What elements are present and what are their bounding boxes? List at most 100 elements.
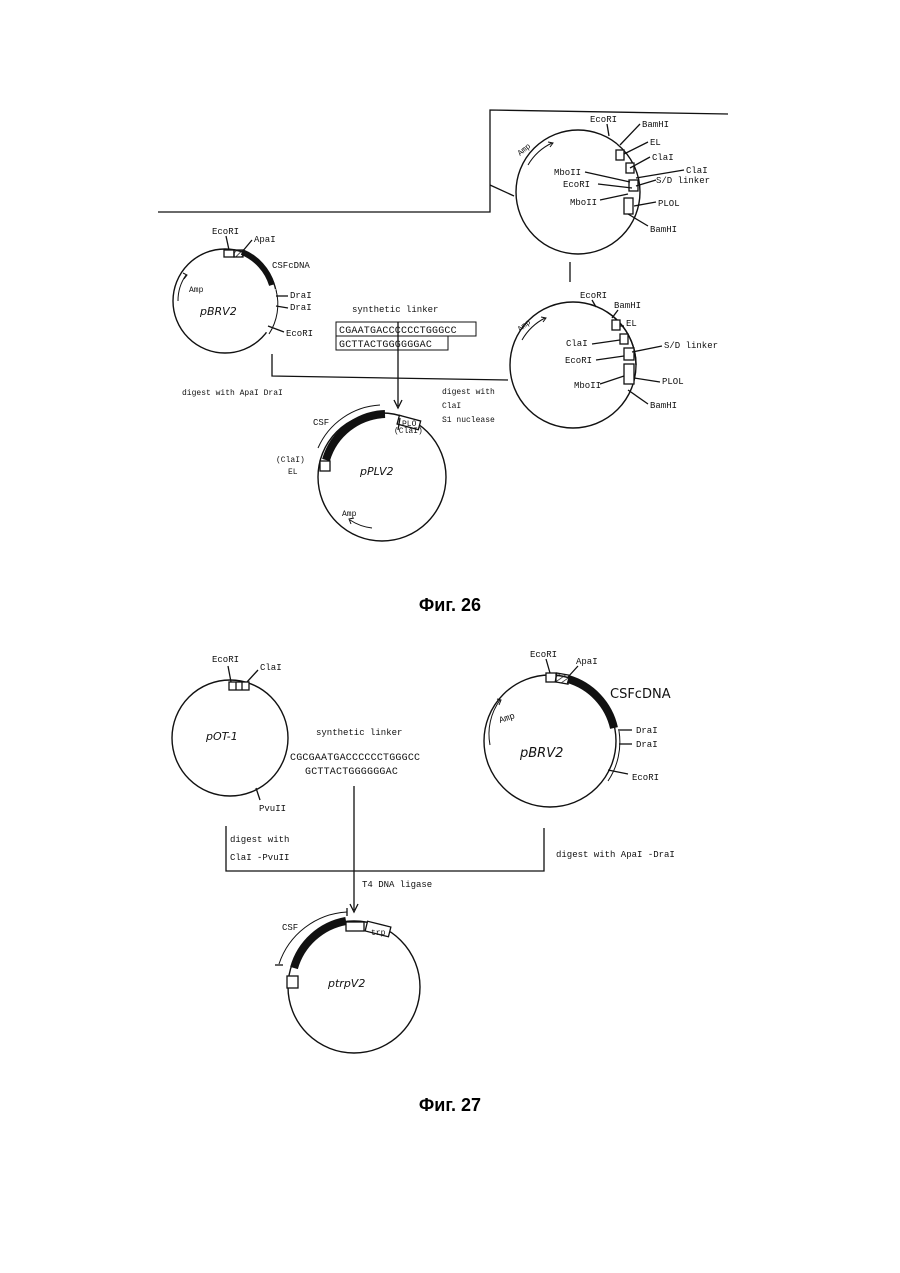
label-ecori: EcoRI (590, 115, 617, 125)
label-ecori: EcoRI (580, 291, 607, 301)
label-apai: ApaI (576, 657, 598, 667)
flow-line-top-left (490, 185, 514, 196)
label-bamhi2: BamHI (650, 401, 677, 411)
leader-ecori (546, 659, 550, 673)
csf-insert-black (568, 679, 614, 728)
label-dra1: DraI (636, 726, 658, 736)
label-csf: CSFcDNA (272, 261, 310, 271)
label-amp: Amp (498, 711, 517, 726)
leader-bamhi2 (628, 390, 648, 404)
ligase-label: T4 DNA ligase (362, 880, 432, 890)
flow-line-left (272, 354, 508, 380)
box-hatch (555, 673, 569, 684)
box-trp-2 (346, 922, 364, 931)
csf-insert-black (242, 252, 272, 285)
leader-el (624, 142, 648, 154)
digest-left: digest with ApaI DraI (182, 389, 283, 398)
label-el: EL (650, 138, 661, 148)
label-amp: Amp (516, 318, 533, 334)
label-ecori: EcoRI (212, 227, 239, 237)
csf-insert-black (326, 414, 385, 460)
leader-clai (247, 670, 258, 682)
linker-seq-1: CGCGAATGACCCCCCTGGGCC (290, 753, 420, 764)
plasmid-name: pBRV2 (199, 305, 237, 318)
plasmid-name: pPLV2 (359, 465, 393, 478)
label-mbo-b: MboII (570, 198, 597, 208)
label-el: EL (288, 468, 298, 477)
label-dra2: DraI (636, 740, 658, 750)
label-mbo: MboII (574, 381, 601, 391)
figure-27: EcoRI ClaI PvuII pOT-1 synthetic linker … (172, 650, 675, 1115)
linker-title: synthetic linker (352, 305, 438, 315)
leader-ecori (607, 124, 609, 136)
box-hatch (234, 250, 243, 257)
label-dra1: DraI (290, 291, 312, 301)
box-el (616, 150, 624, 160)
box-cla (620, 334, 628, 344)
linker-title: synthetic linker (316, 728, 402, 738)
leader-ecori (226, 236, 229, 250)
label-bamhi: BamHI (642, 120, 669, 130)
digest-left-2: ClaI -PvuII (230, 853, 289, 863)
label-el: EL (626, 319, 637, 329)
digest-right-1: digest with (442, 388, 495, 397)
leader-mbo (600, 376, 624, 384)
label-sd-linker: S/D linker (656, 176, 710, 186)
label-csf: CSFcDNA (610, 687, 671, 702)
leader-ecori2 (596, 356, 624, 360)
amp-arrow (178, 275, 186, 301)
leader-pvuii (256, 788, 260, 800)
label-apai: ApaI (254, 235, 276, 245)
box-el (320, 461, 330, 471)
plasmid-name: pBRV2 (519, 746, 563, 761)
csf-insert-black (294, 921, 346, 968)
leader-apai (242, 240, 252, 252)
label-sd-linker: S/D linker (664, 341, 718, 351)
label-clai: ClaI (260, 663, 282, 673)
label-bamhi: BamHI (614, 301, 641, 311)
label-pvuii: PvuII (259, 804, 286, 814)
figure-caption: Фиг. 26 (419, 595, 481, 615)
label-ecori2: EcoRI (563, 180, 590, 190)
label-plo: PLOL (658, 199, 680, 209)
plasmid-name: pOT-1 (205, 730, 238, 743)
label-cla-left: (ClaI) (276, 456, 305, 465)
box-pl (624, 364, 634, 384)
linker-seq-2: GCTTACTGGGGGGAC (339, 340, 432, 351)
leader-mbo-a (585, 172, 630, 182)
leader-bamhi (612, 310, 618, 318)
leader-apai (568, 666, 578, 677)
leader-plo (634, 202, 656, 206)
leader-bamhi (620, 124, 640, 145)
digest-right: digest with ApaI -DraI (556, 850, 675, 860)
label-dra2: DraI (290, 303, 312, 313)
figure-26: Amp EcoRI BamHI EL ClaI ClaI MboII S/D l… (158, 110, 728, 615)
leader-clai (592, 340, 620, 344)
label-amp: Amp (342, 510, 357, 519)
box-left (287, 976, 298, 988)
leader-ecori2 (598, 184, 632, 188)
box-ecori-cla (229, 682, 249, 690)
linker-seq-2: GCTTACTGGGGGGAC (305, 767, 398, 778)
amp-arrow (489, 700, 500, 745)
box-ecori (546, 673, 556, 682)
amp-arrow (350, 520, 372, 528)
label-clai: ClaI (566, 339, 588, 349)
label-ecori2: EcoRI (565, 356, 592, 366)
amp-arrow (528, 143, 552, 165)
label-ecori: EcoRI (212, 655, 239, 665)
digest-right-3: S1 nuclease (442, 416, 495, 425)
digest-right-2: ClaI (442, 402, 461, 411)
label-ecori: EcoRI (530, 650, 557, 660)
label-plo: PLOL (662, 377, 684, 387)
leader-sd (632, 346, 662, 352)
box-sd (624, 348, 634, 360)
box-ecori (224, 250, 234, 257)
label-csf: CSF (282, 923, 298, 933)
label-bamhi2: BamHI (650, 225, 677, 235)
label-amp: Amp (189, 286, 204, 295)
label-trp: trp (371, 929, 386, 938)
label-clai2: ClaI (686, 166, 708, 176)
digest-left-1: digest with (230, 835, 289, 845)
label-ecori2: EcoRI (632, 773, 659, 783)
